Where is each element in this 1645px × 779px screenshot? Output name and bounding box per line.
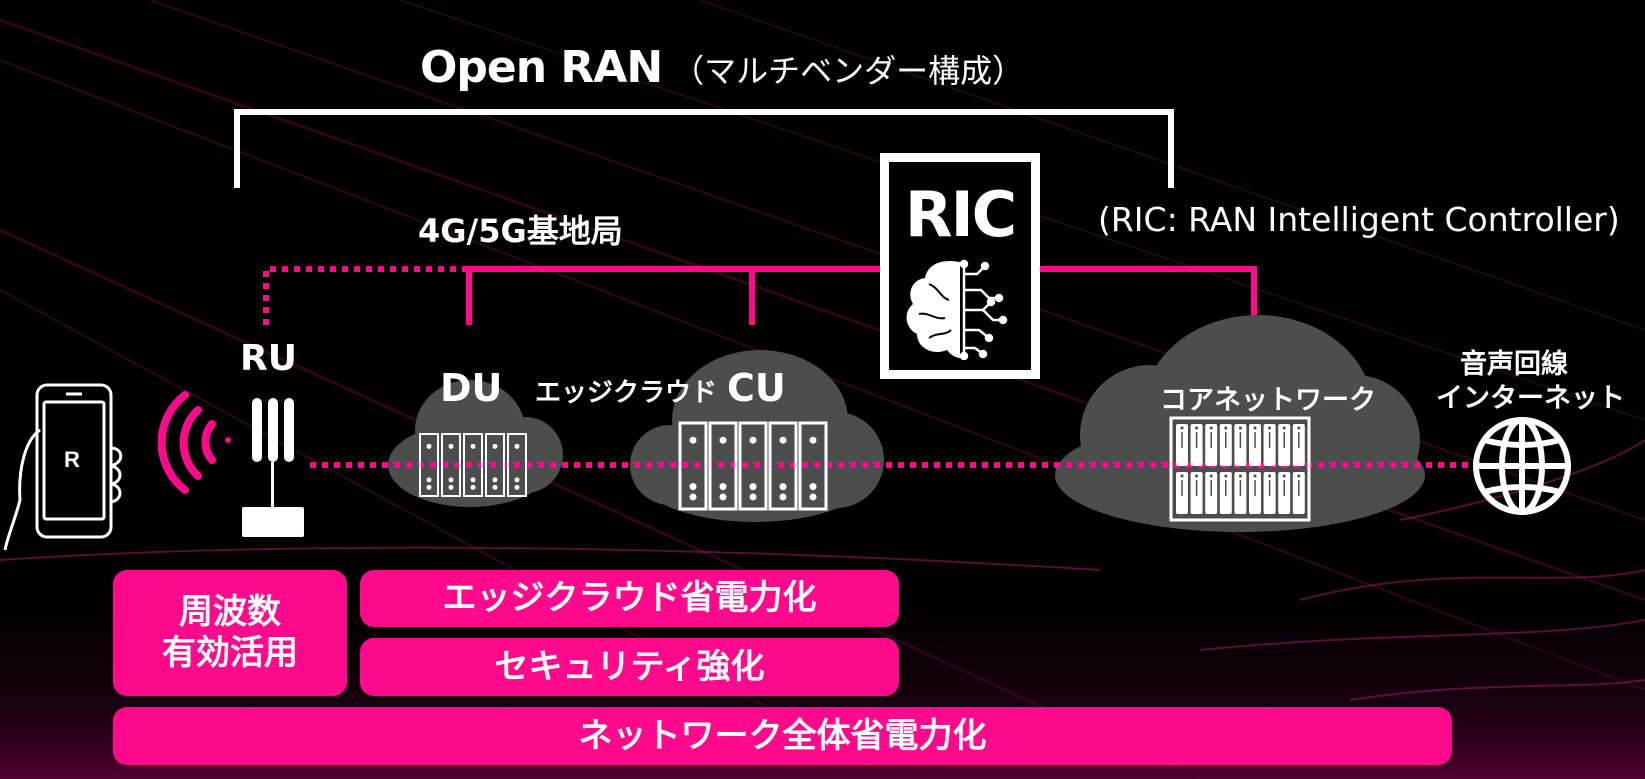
core-server-led bbox=[1195, 474, 1199, 478]
core-server-led bbox=[1253, 426, 1257, 430]
antenna-icon bbox=[242, 398, 304, 537]
open-ran-bracket bbox=[234, 109, 1174, 188]
benefit-spectrum-line1: 周波数 bbox=[179, 592, 281, 633]
server-led bbox=[779, 436, 787, 444]
benefit-spectrum: 周波数 有効活用 bbox=[113, 570, 347, 696]
core-server-led bbox=[1297, 474, 1301, 478]
server-led bbox=[719, 483, 727, 491]
benefit-edge-power-saving: エッジクラウド省電力化 bbox=[360, 570, 899, 627]
core-server-led bbox=[1297, 426, 1301, 430]
core-server-led bbox=[1238, 474, 1242, 478]
edge-cloud-label: エッジクラウド bbox=[535, 378, 718, 408]
server-led bbox=[689, 436, 697, 444]
server-led bbox=[514, 443, 520, 449]
title-subtitle: （マルチベンダー構成） bbox=[672, 52, 1025, 90]
ric-link-core bbox=[1040, 266, 1257, 325]
server-led bbox=[689, 483, 697, 491]
server-unit bbox=[419, 433, 439, 497]
core-network-label: コアネットワーク bbox=[1160, 385, 1376, 416]
voice-line-label: 音声回線 bbox=[1460, 349, 1568, 380]
core-server-led bbox=[1195, 426, 1199, 430]
server-unit bbox=[678, 421, 708, 511]
server-led bbox=[448, 443, 454, 449]
core-server-led bbox=[1253, 474, 1257, 478]
server-led bbox=[514, 484, 520, 490]
server-led bbox=[492, 443, 498, 449]
server-led bbox=[749, 493, 757, 501]
globe-icon bbox=[1473, 417, 1571, 515]
server-led bbox=[809, 493, 817, 501]
ric-label: RIC bbox=[904, 178, 1017, 251]
ric-definition: (RIC: RAN Intelligent Controller) bbox=[1098, 200, 1620, 239]
radio-waves-icon bbox=[157, 391, 231, 494]
core-frame bbox=[1169, 416, 1311, 522]
core-server-led bbox=[1180, 426, 1184, 430]
server-led bbox=[492, 484, 498, 490]
server-led bbox=[492, 477, 498, 483]
ric-link-ru-dotted bbox=[263, 266, 469, 325]
benefit-spectrum-line2: 有効活用 bbox=[162, 633, 298, 673]
server-led bbox=[719, 493, 727, 501]
server-led bbox=[470, 443, 476, 449]
base-station-label: 4G/5G基地局 bbox=[418, 212, 623, 250]
server-unit bbox=[708, 421, 738, 511]
cu-server-rack-icon bbox=[678, 421, 828, 511]
server-led bbox=[779, 483, 787, 491]
smartphone-in-hand-icon bbox=[3, 383, 123, 551]
server-led bbox=[779, 493, 787, 501]
server-unit bbox=[507, 433, 527, 497]
brain-circuit-icon bbox=[906, 259, 1008, 361]
core-server-led bbox=[1180, 474, 1184, 478]
core-server-led bbox=[1224, 426, 1228, 430]
du-label: DU bbox=[440, 366, 503, 410]
rakuten-logo: R bbox=[64, 447, 80, 472]
server-led bbox=[448, 477, 454, 483]
core-server-array-icon bbox=[1169, 416, 1311, 522]
server-led bbox=[448, 484, 454, 490]
server-unit bbox=[798, 421, 828, 511]
core-server-led bbox=[1268, 426, 1272, 430]
server-led bbox=[749, 483, 757, 491]
ric-link-du-cu bbox=[466, 266, 880, 325]
server-led bbox=[749, 436, 757, 444]
server-unit bbox=[768, 421, 798, 511]
server-led bbox=[689, 493, 697, 501]
page-title: Open RAN（マルチベンダー構成） bbox=[420, 42, 1024, 93]
server-unit bbox=[485, 433, 505, 497]
benefit-network-power-saving: ネットワーク全体省電力化 bbox=[113, 707, 1452, 765]
server-led bbox=[426, 477, 432, 483]
server-led bbox=[470, 477, 476, 483]
internet-label: インターネット bbox=[1436, 383, 1625, 414]
ric-box: RIC bbox=[880, 153, 1040, 379]
server-led bbox=[470, 484, 476, 490]
core-server-led bbox=[1224, 474, 1228, 478]
server-led bbox=[426, 484, 432, 490]
title-main: Open RAN bbox=[420, 42, 663, 93]
server-led bbox=[426, 443, 432, 449]
du-server-rack-icon bbox=[419, 433, 527, 497]
core-server-led bbox=[1209, 474, 1213, 478]
server-led bbox=[809, 483, 817, 491]
server-unit bbox=[463, 433, 483, 497]
core-server-led bbox=[1282, 474, 1286, 478]
core-server-led bbox=[1282, 426, 1286, 430]
server-unit bbox=[738, 421, 768, 511]
core-server-led bbox=[1209, 426, 1213, 430]
benefit-security: セキュリティ強化 bbox=[360, 638, 899, 696]
core-server-led bbox=[1238, 426, 1242, 430]
cu-label: CU bbox=[727, 366, 786, 410]
server-led bbox=[809, 436, 817, 444]
server-led bbox=[514, 477, 520, 483]
core-server-led bbox=[1268, 474, 1272, 478]
ru-label: RU bbox=[240, 338, 297, 379]
server-unit bbox=[441, 433, 461, 497]
server-led bbox=[719, 436, 727, 444]
